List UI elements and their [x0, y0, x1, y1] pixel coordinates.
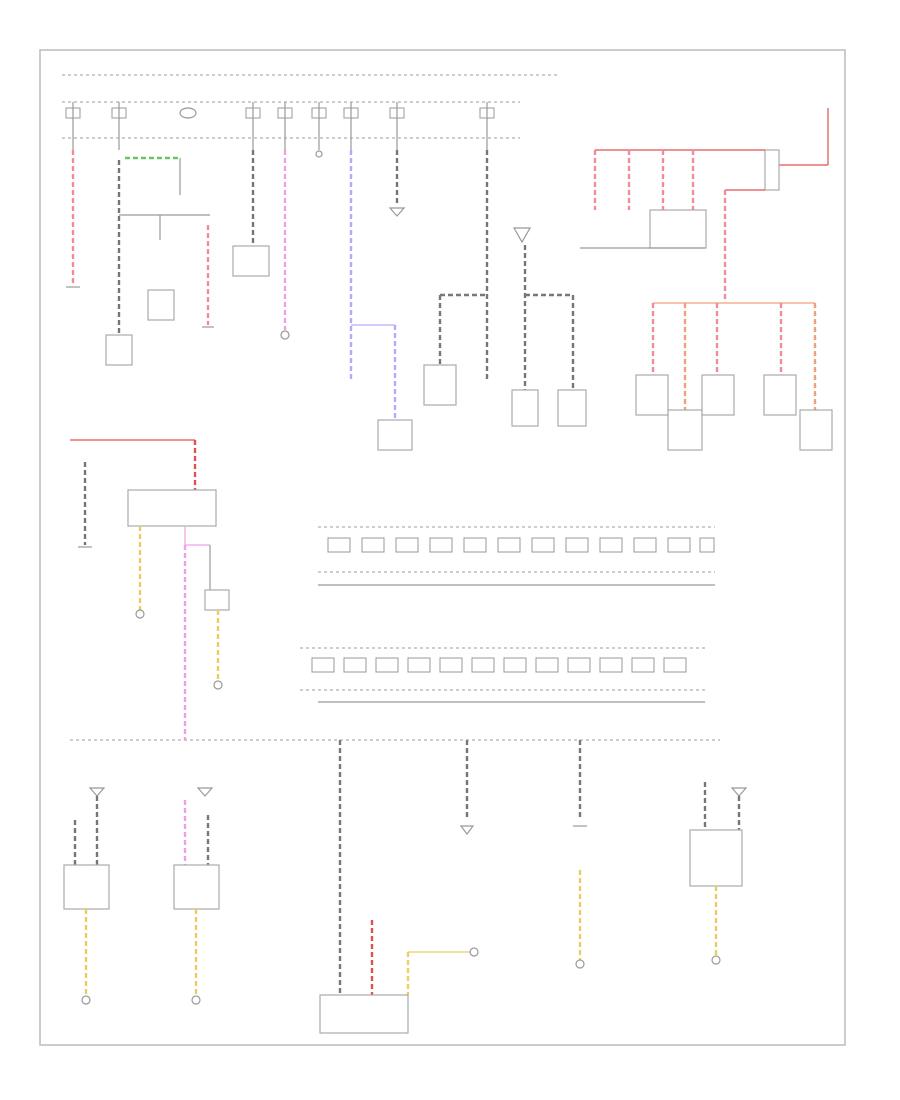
fuse-panel-low: [300, 647, 705, 703]
module-2b: [105, 334, 133, 366]
module-r4: [763, 374, 797, 416]
left-mid-relay: [70, 439, 230, 740]
module-bottom-center: [319, 994, 409, 1034]
fuse-panel-mid: [318, 526, 715, 586]
right-mid-cluster: [635, 302, 833, 451]
module-right-top: [649, 209, 707, 249]
right-top-cluster: [580, 108, 829, 300]
circuit-col-3: [232, 102, 270, 277]
module-3: [232, 245, 270, 277]
circuit-col-5: [315, 102, 323, 158]
bottom-mid: [459, 740, 587, 969]
top-fuse-bus: [62, 74, 560, 139]
top-fuse-row: [65, 107, 495, 119]
circuit-col-1: [66, 102, 80, 288]
circuit-col-8: [423, 102, 489, 406]
relay-main: [127, 489, 217, 527]
relay-br: [689, 829, 743, 887]
bottom-center: [319, 740, 479, 1034]
circuit-col-2: [105, 102, 214, 366]
circuit-col-4: [280, 102, 290, 340]
relay-bl-2: [173, 864, 220, 910]
ground-node-center: [511, 227, 587, 427]
module-left-small: [204, 589, 230, 611]
module-6: [377, 419, 413, 451]
module-2a: [147, 289, 175, 321]
bottom-left-relays: [63, 787, 220, 1005]
module-r3: [701, 374, 735, 416]
module-9b: [557, 389, 587, 427]
module-r1: [635, 374, 669, 416]
relay-bl-1: [63, 864, 110, 910]
circuit-col-6: [349, 102, 413, 451]
fuse-row-mid: [327, 537, 715, 553]
module-r5: [799, 409, 833, 451]
module-9a: [511, 389, 539, 427]
bottom-right-relay: [689, 782, 748, 965]
diagram-frame: [39, 49, 846, 1046]
circuit-col-7: [388, 102, 406, 217]
module-8: [423, 364, 457, 406]
fuse-row-low: [311, 657, 687, 673]
module-r2: [667, 409, 703, 451]
